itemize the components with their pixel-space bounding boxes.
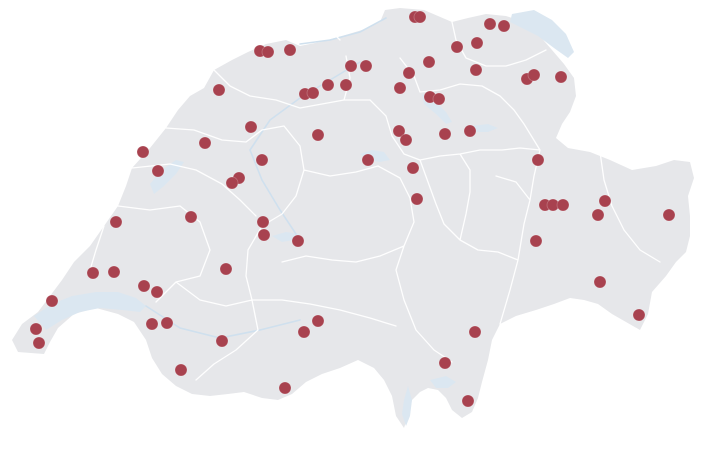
- location-marker[interactable]: [174, 363, 188, 377]
- location-marker[interactable]: [145, 317, 159, 331]
- location-marker[interactable]: [107, 265, 121, 279]
- location-marker[interactable]: [257, 228, 271, 242]
- location-marker[interactable]: [359, 59, 373, 73]
- lake-constance: [510, 10, 574, 58]
- location-marker[interactable]: [470, 36, 484, 50]
- location-marker[interactable]: [413, 10, 427, 24]
- lake-maggiore: [402, 386, 412, 426]
- location-marker[interactable]: [29, 322, 43, 336]
- location-marker[interactable]: [461, 394, 475, 408]
- location-marker[interactable]: [593, 275, 607, 289]
- location-marker[interactable]: [244, 120, 258, 134]
- location-marker[interactable]: [283, 43, 297, 57]
- location-marker[interactable]: [344, 59, 358, 73]
- river-rhine: [299, 17, 387, 45]
- location-marker[interactable]: [278, 381, 292, 395]
- location-marker[interactable]: [438, 127, 452, 141]
- location-marker[interactable]: [399, 133, 413, 147]
- location-marker[interactable]: [198, 136, 212, 150]
- location-marker[interactable]: [137, 279, 151, 293]
- location-marker[interactable]: [109, 215, 123, 229]
- lake-walen: [472, 124, 498, 132]
- location-marker[interactable]: [321, 78, 335, 92]
- location-marker[interactable]: [529, 234, 543, 248]
- lake-lugano: [430, 376, 456, 388]
- location-marker[interactable]: [591, 208, 605, 222]
- lake-neuchatel: [150, 160, 184, 194]
- location-marker[interactable]: [402, 66, 416, 80]
- location-marker[interactable]: [361, 153, 375, 167]
- location-marker[interactable]: [160, 316, 174, 330]
- location-marker[interactable]: [463, 124, 477, 138]
- country-outline: [12, 8, 694, 428]
- location-marker[interactable]: [45, 294, 59, 308]
- location-marker[interactable]: [438, 356, 452, 370]
- location-marker[interactable]: [422, 55, 436, 69]
- marker-layer: [29, 10, 676, 408]
- location-marker[interactable]: [527, 68, 541, 82]
- location-marker[interactable]: [556, 198, 570, 212]
- location-marker[interactable]: [184, 210, 198, 224]
- location-marker[interactable]: [212, 83, 226, 97]
- location-marker[interactable]: [339, 78, 353, 92]
- location-marker[interactable]: [261, 45, 275, 59]
- lake-lucerne: [360, 150, 390, 162]
- location-marker[interactable]: [219, 262, 233, 276]
- location-marker[interactable]: [151, 164, 165, 178]
- location-marker[interactable]: [86, 266, 100, 280]
- location-marker[interactable]: [150, 285, 164, 299]
- location-marker[interactable]: [306, 86, 320, 100]
- location-marker[interactable]: [311, 314, 325, 328]
- location-marker[interactable]: [432, 92, 446, 106]
- location-marker[interactable]: [215, 334, 229, 348]
- location-marker[interactable]: [32, 336, 46, 350]
- location-marker[interactable]: [297, 325, 311, 339]
- lake-geneva: [34, 292, 146, 330]
- location-marker[interactable]: [225, 176, 239, 190]
- location-marker[interactable]: [255, 153, 269, 167]
- location-marker[interactable]: [291, 234, 305, 248]
- location-marker[interactable]: [392, 124, 406, 138]
- location-marker[interactable]: [311, 128, 325, 142]
- location-marker[interactable]: [469, 63, 483, 77]
- location-marker[interactable]: [393, 81, 407, 95]
- location-marker[interactable]: [598, 194, 612, 208]
- location-marker[interactable]: [406, 161, 420, 175]
- location-marker[interactable]: [468, 325, 482, 339]
- location-marker[interactable]: [662, 208, 676, 222]
- location-marker[interactable]: [497, 19, 511, 33]
- location-marker[interactable]: [410, 192, 424, 206]
- location-marker[interactable]: [450, 40, 464, 54]
- location-marker[interactable]: [554, 70, 568, 84]
- location-marker[interactable]: [483, 17, 497, 31]
- location-marker[interactable]: [136, 145, 150, 159]
- location-marker[interactable]: [531, 153, 545, 167]
- location-marker[interactable]: [632, 308, 646, 322]
- location-marker[interactable]: [256, 215, 270, 229]
- canton-borders: [89, 21, 661, 381]
